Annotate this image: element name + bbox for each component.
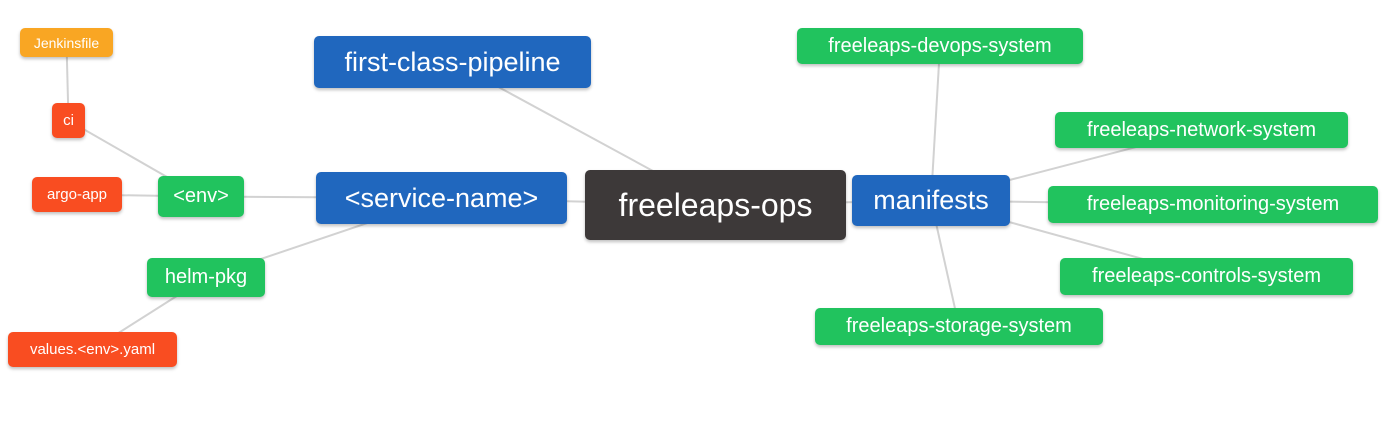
node-helm-pkg[interactable]: helm-pkg bbox=[147, 258, 265, 297]
node-freeleaps-ops[interactable]: freeleaps-ops bbox=[585, 170, 846, 240]
node-argo-app[interactable]: argo-app bbox=[32, 177, 122, 212]
edge-manifests-devops-system bbox=[930, 45, 941, 201]
node-storage-system[interactable]: freeleaps-storage-system bbox=[815, 308, 1103, 345]
node-network-system[interactable]: freeleaps-network-system bbox=[1055, 112, 1348, 148]
node-ci[interactable]: ci bbox=[52, 103, 85, 138]
node-devops-system[interactable]: freeleaps-devops-system bbox=[797, 28, 1083, 64]
node-monitoring-system[interactable]: freeleaps-monitoring-system bbox=[1048, 186, 1378, 223]
node-controls-system[interactable]: freeleaps-controls-system bbox=[1060, 258, 1353, 295]
node-manifests[interactable]: manifests bbox=[852, 175, 1010, 226]
node-first-class-pipeline[interactable]: first-class-pipeline bbox=[314, 36, 591, 88]
node-values-env-yaml[interactable]: values.<env>.yaml bbox=[8, 332, 177, 367]
node-env[interactable]: <env> bbox=[158, 176, 244, 217]
node-service-name[interactable]: <service-name> bbox=[316, 172, 567, 224]
node-jenkinsfile[interactable]: Jenkinsfile bbox=[20, 28, 113, 57]
